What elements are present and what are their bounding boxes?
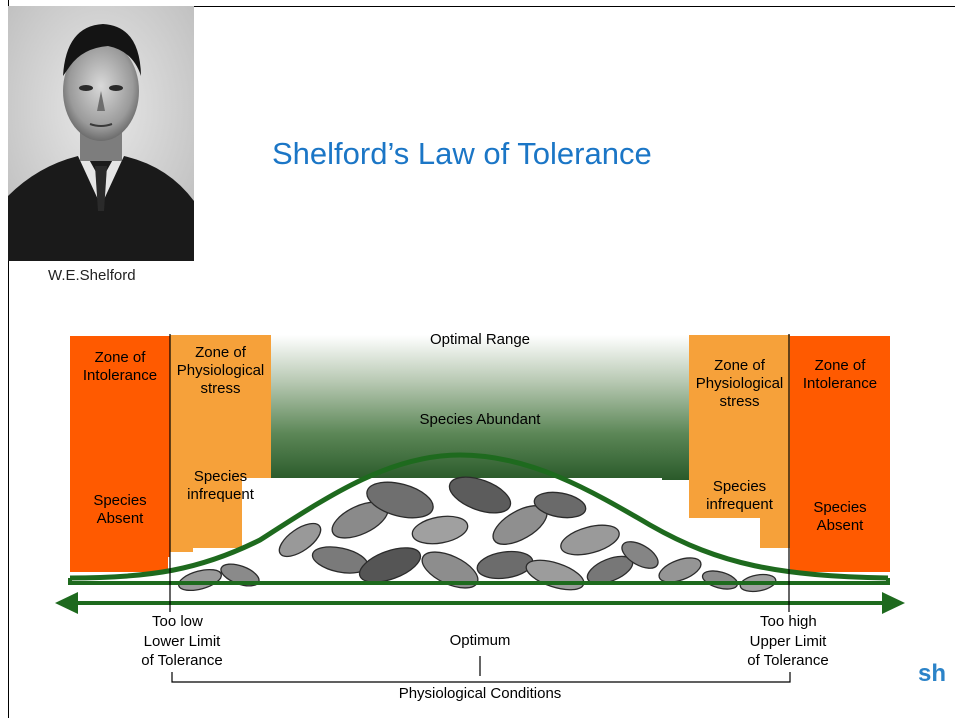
conditions-bracket bbox=[171, 672, 791, 683]
too-high-label: Too high bbox=[760, 613, 817, 630]
slide-border-top bbox=[8, 6, 955, 7]
left-stress-label: Zone of Physiological stress bbox=[176, 344, 265, 397]
upper-limit-of-label: of Tolerance bbox=[747, 652, 829, 669]
upper-limit-label: Upper Limit bbox=[749, 633, 827, 650]
left-intolerance-status: Species Absent bbox=[93, 492, 147, 527]
right-stress-label: Zone of Physiological stress bbox=[695, 357, 784, 410]
too-low-label: Too low bbox=[152, 613, 203, 630]
lower-limit-of-label: of Tolerance bbox=[141, 652, 223, 669]
axis-arrow-right bbox=[882, 592, 905, 614]
shell-pile-image bbox=[177, 476, 777, 593]
right-intolerance-status: Species Absent bbox=[813, 499, 867, 534]
optimum-label: Optimum bbox=[449, 632, 511, 649]
left-stress-status: Species infrequent bbox=[187, 468, 254, 503]
optimal-range-status: Species Abundant bbox=[419, 411, 541, 428]
portrait-photo bbox=[8, 6, 194, 261]
optimal-range-label: Optimal Range bbox=[429, 331, 531, 348]
tolerance-curve bbox=[69, 452, 889, 581]
right-intolerance-label: Zone of Intolerance bbox=[802, 357, 878, 392]
axis-arrow-left bbox=[55, 592, 78, 614]
left-intolerance-label: Zone of Intolerance bbox=[82, 349, 158, 384]
lower-limit-label: Lower Limit bbox=[143, 633, 221, 650]
zone-intolerance-right bbox=[790, 336, 890, 572]
portrait-caption: W.E.Shelford bbox=[48, 267, 136, 284]
slide-border-left bbox=[8, 0, 9, 718]
brand-logo: sh bbox=[918, 660, 947, 687]
zone-stress-right bbox=[689, 335, 790, 552]
physiological-conditions-label: Physiological Conditions bbox=[398, 685, 562, 702]
slide-title: Shelford’s Law of Tolerance bbox=[272, 136, 652, 171]
right-stress-status: Species infrequent bbox=[706, 478, 773, 513]
zone-intolerance-left bbox=[70, 336, 170, 572]
